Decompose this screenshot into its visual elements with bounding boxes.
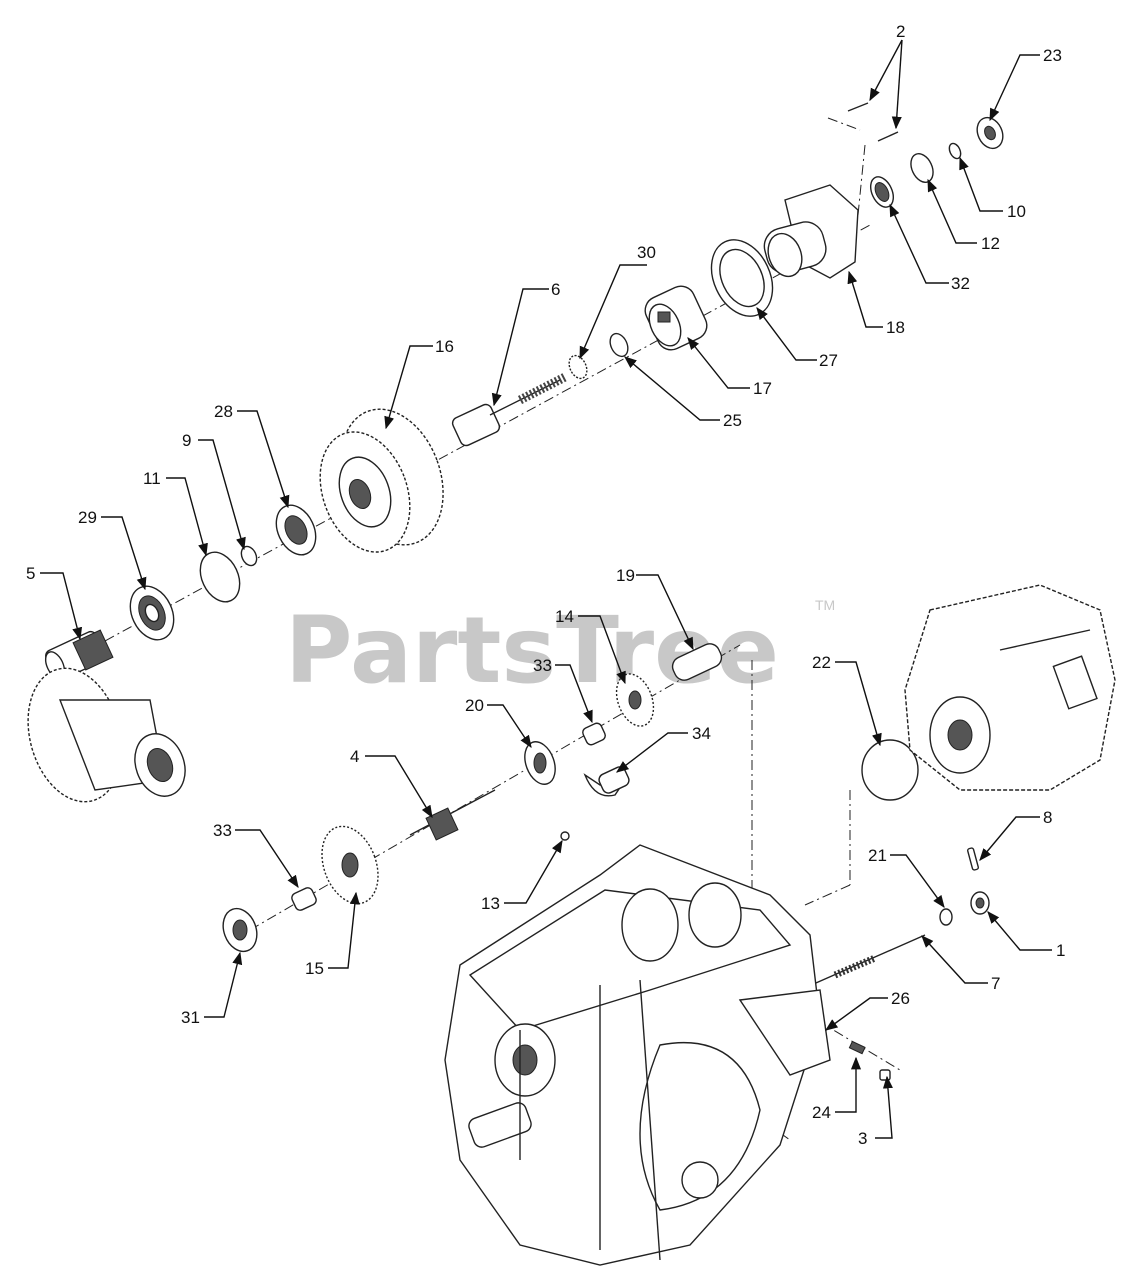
callout-29: 29	[78, 508, 97, 527]
callout-31: 31	[181, 1008, 200, 1027]
callout-9: 9	[182, 431, 191, 450]
part-5-splined-shaft	[44, 629, 114, 681]
callout-11: 11	[143, 469, 161, 488]
callout-25: 25	[723, 411, 742, 430]
part-7-shaft	[799, 934, 926, 991]
part-23-bearing	[976, 116, 1004, 150]
transmission-case	[444, 844, 831, 1266]
part-33-lower-bushing	[291, 887, 317, 911]
callout-16: 16	[435, 337, 454, 356]
callout-15: 15	[305, 959, 324, 978]
callout-3: 3	[858, 1129, 867, 1148]
part-30-washer	[568, 354, 588, 380]
part-29-bearing	[129, 585, 175, 641]
callout-33-lower: 33	[213, 821, 232, 840]
part-12-ring	[910, 153, 934, 183]
callout-21: 21	[868, 846, 887, 865]
part-15-gear	[321, 825, 379, 905]
part-34-shift-fork	[583, 766, 630, 797]
callout-30: 30	[637, 243, 656, 262]
callout-1: 1	[1056, 941, 1065, 960]
part-21-washer	[939, 908, 953, 926]
part-20-bearing	[524, 741, 556, 785]
callout-6: 6	[551, 280, 560, 299]
part-3-plug	[879, 1069, 891, 1081]
callout-18: 18	[886, 318, 905, 337]
callout-23: 23	[1043, 46, 1062, 65]
callout-labels: 1 2 3 4 5 6 7 8 9 10 11 12 13 14 15 16 1…	[26, 22, 1065, 1148]
callout-2: 2	[896, 22, 905, 41]
callout-12: 12	[981, 234, 1000, 253]
callout-27: 27	[819, 351, 838, 370]
part-2-bolts	[847, 102, 899, 142]
pump-assembly	[904, 584, 1116, 791]
part-18-housing	[763, 184, 859, 279]
part-31-bearing	[222, 907, 258, 953]
part-25-ring	[609, 332, 629, 358]
callout-20: 20	[465, 696, 484, 715]
part-28-bearing	[275, 504, 317, 556]
callout-26: 26	[891, 989, 910, 1008]
part-32-bearing	[869, 176, 895, 208]
callout-5: 5	[26, 564, 35, 583]
part-10-ring	[948, 142, 962, 160]
callout-34: 34	[692, 724, 711, 743]
callout-19: 19	[616, 566, 635, 585]
part-33-upper-bushing	[582, 722, 606, 746]
part-27-seal	[710, 239, 774, 317]
part-11-snap-ring	[199, 551, 241, 603]
callout-17: 17	[753, 379, 772, 398]
differential-assembly	[27, 667, 186, 803]
part-9-ring	[240, 545, 258, 567]
part-4-shaft	[409, 789, 496, 841]
part-14-gear	[615, 673, 655, 727]
callout-22: 22	[812, 653, 831, 672]
callout-10: 10	[1007, 202, 1026, 221]
part-6-shaft	[451, 372, 568, 447]
part-22-o-ring	[861, 739, 919, 801]
part-24-spring-pin	[848, 1040, 866, 1055]
part-16-large-gear	[319, 408, 444, 553]
part-17-roller-bearing	[644, 285, 708, 351]
part-1-nut	[970, 891, 990, 915]
leader-lines	[40, 39, 1052, 1139]
callout-7: 7	[991, 974, 1000, 993]
callout-8: 8	[1043, 808, 1052, 827]
part-8-pin	[967, 847, 979, 871]
callout-14: 14	[555, 607, 574, 626]
callout-28: 28	[214, 402, 233, 421]
watermark-trademark: TM	[815, 597, 835, 613]
part-13-pin	[560, 831, 570, 841]
callout-32: 32	[951, 274, 970, 293]
callout-33-upper: 33	[533, 656, 552, 675]
callout-24: 24	[812, 1103, 831, 1122]
callout-13: 13	[481, 894, 500, 913]
part-19-sleeve	[671, 643, 723, 681]
callout-4: 4	[350, 747, 359, 766]
